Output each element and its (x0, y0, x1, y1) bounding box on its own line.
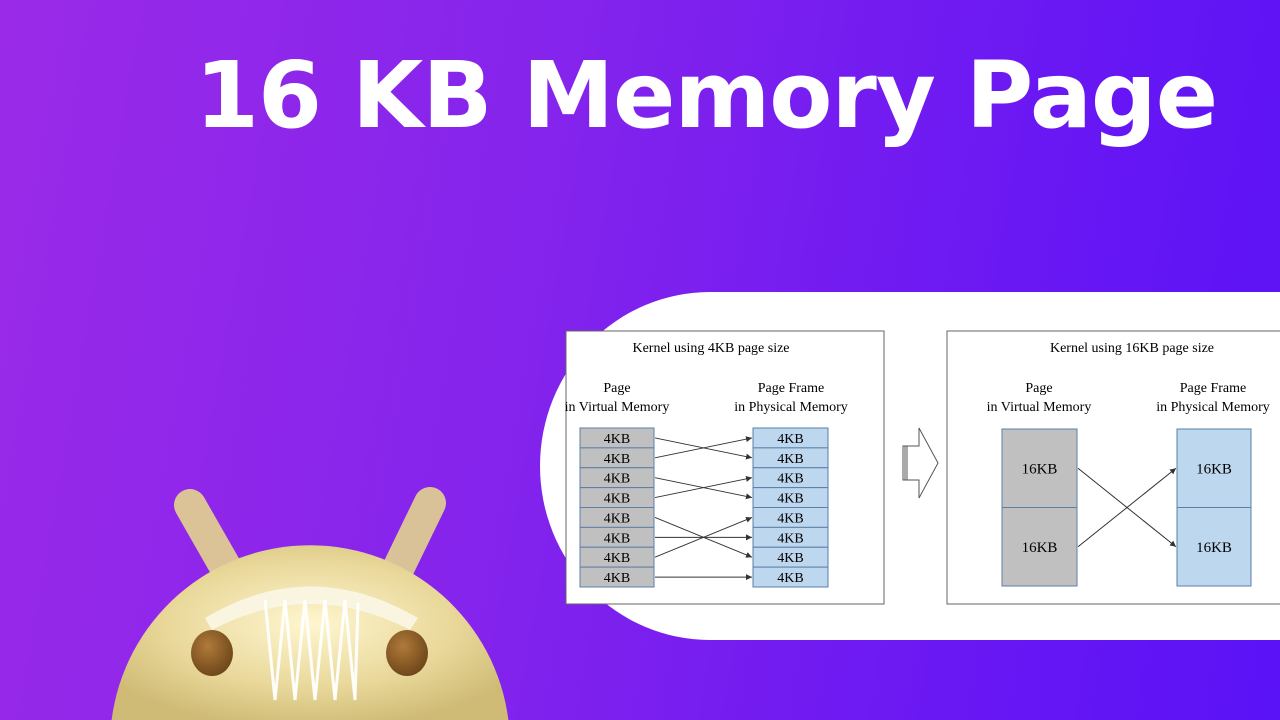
mapping-arrow (654, 516, 753, 558)
virtual-page-4kb-cell-label: 4KB (604, 531, 630, 546)
physical-frame-4kb-cell-label: 4KB (777, 531, 803, 546)
virtual-page-4kb-cell-label: 4KB (604, 492, 630, 507)
virtual-page-16kb-cell (1001, 507, 1078, 587)
physical-label-16kb-1: Page Frame (1180, 381, 1246, 396)
physical-frame-4kb-cell (752, 566, 829, 588)
virtual-label-16kb-2: in Virtual Memory (987, 400, 1092, 415)
physical-frame-4kb-cell-label: 4KB (777, 432, 803, 447)
virtual-page-4kb-cell-label: 4KB (604, 472, 630, 487)
virtual-page-4kb-cell-label: 4KB (604, 452, 630, 467)
virtual-page-4kb-cell-label: 4KB (604, 571, 630, 586)
virtual-page-16kb-cell-label: 16KB (1022, 461, 1058, 477)
robot-head (111, 545, 509, 720)
physical-frame-4kb-cell-label: 4KB (777, 492, 803, 507)
physical-frame-16kb-cell-label: 16KB (1196, 461, 1232, 477)
eye-right (386, 630, 428, 676)
physical-frame-4kb-cell-label: 4KB (777, 511, 803, 526)
virtual-page-4kb-cell-label: 4KB (604, 511, 630, 526)
physical-frame-4kb-cell-label: 4KB (777, 452, 803, 467)
mapping-arrow (654, 475, 753, 499)
physical-frame-16kb-cell-label: 16KB (1196, 540, 1232, 556)
physical-label-4kb-1: Page Frame (758, 381, 824, 396)
virtual-page-16kb-cell (1001, 428, 1078, 508)
virtual-page-4kb-cell (579, 566, 655, 588)
antenna-right (379, 487, 446, 591)
eye-left (191, 630, 233, 676)
physical-frame-4kb-cell-label: 4KB (777, 551, 803, 566)
virtual-page-4kb-cell-label: 4KB (604, 551, 630, 566)
glowing-filament (263, 599, 360, 701)
physical-frame-16kb-cell (1176, 428, 1252, 508)
page-title: 16 KB Memory Page (195, 42, 1218, 149)
physical-frame-4kb-cell-label: 4KB (777, 571, 803, 586)
physical-label-16kb-2: in Physical Memory (1156, 400, 1270, 415)
antenna-left (174, 489, 246, 591)
physical-frame-4kb-cell-label: 4KB (777, 472, 803, 487)
transition-arrow-icon (902, 427, 939, 499)
virtual-label-16kb-1: Page (1025, 381, 1052, 396)
virtual-page-4kb-cell-label: 4KB (604, 432, 630, 447)
virtual-label-4kb-1: Page (603, 381, 630, 396)
virtual-label-4kb-2: in Virtual Memory (565, 400, 670, 415)
heading-16kb: Kernel using 16KB page size (1050, 341, 1214, 356)
physical-label-4kb-2: in Physical Memory (734, 400, 848, 415)
mapping-arrow (654, 436, 753, 459)
heading-4kb: Kernel using 4KB page size (632, 341, 789, 356)
mapping-arrow (1077, 467, 1177, 548)
physical-frame-16kb-cell (1176, 507, 1252, 587)
virtual-page-16kb-cell-label: 16KB (1022, 540, 1058, 556)
